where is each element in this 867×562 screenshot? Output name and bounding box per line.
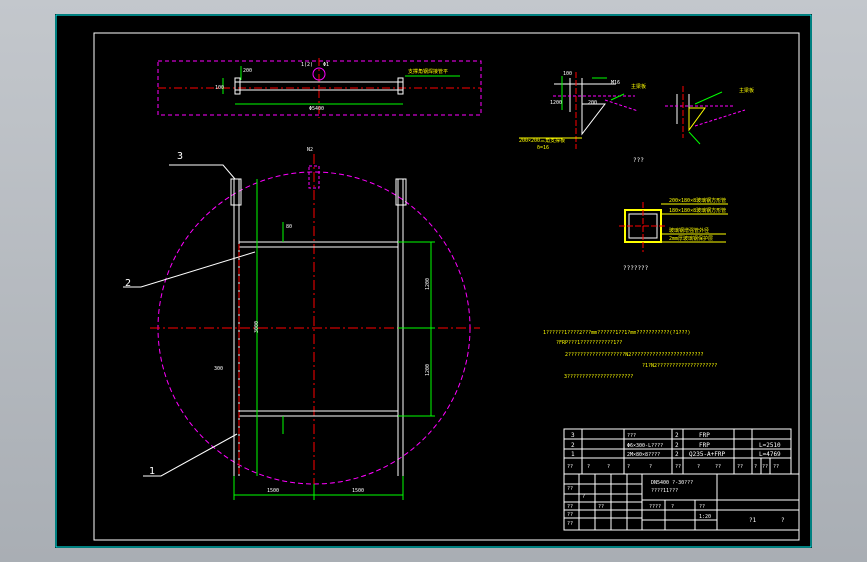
drawing-title-2: ????11??? [651,488,678,494]
detail-b-note: 主梁板 [739,87,754,94]
sheet-border [55,14,812,548]
sheet-right: ? [781,517,785,524]
bom-header-2: ? [587,464,590,470]
section-caption: ??????? [623,265,649,272]
bom-header-5: ? [649,464,652,470]
detail-b: 主梁板 [665,86,754,145]
technical-notes: 1??????1????2???mm??????1??1?mm?????????… [543,330,717,380]
bom-row-2-no: 2 [571,442,575,449]
bom-row-2-name: Φ6×300-L???? [627,443,663,449]
drawing-sheet: Φ5400 100 1(2) Φ1 200 支撑角钢焊接管平 N2 [55,14,812,548]
detail-section: 200×180×8玻璃钢方形管 180×180×8玻璃钢方形管 玻璃钢增强管外径… [619,197,728,272]
dim-left-offset: 300 [214,366,223,372]
bom-row-3-no: 3 [571,432,575,439]
bom-row-1-note: L=4769 [759,451,781,458]
dim-height: 3000 [254,321,260,333]
dim-bottom-left: 1500 [267,488,279,494]
bom-header-10: ? [754,464,757,470]
bom-header-6: ?? [675,464,681,470]
title-cell-6: ?? [598,504,604,510]
bom-row-2-mat: FRP [699,442,710,449]
bom-header-3: ? [607,464,610,470]
bom-row-2-qty: 2 [675,442,679,449]
detail-a-dim-small: 200 [588,100,597,106]
top-dim-hole: Φ1 [323,62,329,68]
main-view: N2 [123,147,480,500]
drawing-canvas[interactable]: Φ5400 100 1(2) Φ1 200 支撑角钢焊接管平 N2 [55,14,812,548]
detail-a-note-bottom: 200×200三角支撑板 [519,137,565,144]
section-note-2: 180×180×8玻璃钢方形管 [669,207,726,214]
note-line-1: 1??????1????2???mm??????1??1?mm?????????… [543,330,691,336]
bom-header-9: ?? [737,464,743,470]
title-cell-2: ? [582,494,585,500]
note-line-2: ?FRP???1???????????1?? [556,340,622,346]
sheet-left: ?1 [749,517,757,524]
leader-2: 2 [125,278,131,289]
leader-1: 1 [149,466,155,477]
top-dim-side: 200 [243,68,252,74]
section-note-3: 玻璃钢增强管外径 [669,227,709,234]
title-cell-1: ?? [567,486,573,492]
bom-header-8: ?? [715,464,721,470]
bom-row-1-name: 2M×80×8???? [627,452,660,458]
title-cell-3: ?? [567,504,573,510]
top-dim-bottom: Φ5400 [309,106,324,112]
bom-row-3-qty: 2 [675,432,679,439]
dim-lower: 1200 [425,364,431,376]
dim-a: 80 [286,224,292,230]
bom-header-11: ?? [762,464,768,470]
bom-row-1-qty: 2 [675,451,679,458]
nozzle-label: N2 [307,147,313,153]
bom-header-4: ? [627,464,630,470]
title-block-text: DN5400 ?-30??? ????11??? ?? ? ?? ?? ?? ?… [567,480,785,527]
detail-a-caption: ??? [633,157,644,164]
note-line-4: ?1?N2???????????????????? [642,363,717,369]
bom-header-1: ?? [567,464,573,470]
bom-row-3-name: ??? [627,433,636,439]
section-note-4: 2mm厚玻璃钢保护层 [669,235,713,242]
title-cell-4: ?? [567,512,573,518]
top-dim-left: 100 [215,85,224,91]
dim-bottom-right: 1500 [352,488,364,494]
drawing-frame [93,32,800,541]
detail-a-dim-top: 100 [563,71,572,77]
drawing-title-1: DN5400 ?-30??? [651,480,693,486]
title-cell-7: ???? [649,504,661,510]
title-block [563,473,800,531]
detail-a-note-bottom2: δ=16 [537,145,549,151]
note-line-5: 3?????????????????????? [564,374,633,380]
bom-row-1-no: 1 [571,451,575,458]
note-line-3: 2???????????????????N2??????????????????… [565,352,703,358]
title-scale: 1:20 [699,514,711,520]
title-cell-5: ?? [567,521,573,527]
detail-a-note: 主梁板 [631,83,646,90]
bom-row-3-mat: FRP [699,432,710,439]
detail-a-dim-left: 1200 [550,100,562,106]
bom-row-3-note: L=2510 [759,442,781,449]
dim-upper: 1200 [425,278,431,290]
title-cell-9: ?? [699,504,705,510]
title-cell-8: ? [671,504,674,510]
bom-rows: 3 ??? 2 FRP L=2510 2 Φ6×300-L???? 2 FRP … [567,432,781,470]
section-note-1: 200×180×8玻璃钢方形管 [669,197,726,204]
bom-header-12: ?? [773,464,779,470]
top-view: Φ5400 100 1(2) Φ1 200 支撑角钢焊接管平 [157,58,482,118]
leader-3: 3 [177,151,183,162]
detail-a: 100 M16 1200 200 主梁板 200×200三角支撑板 δ=16 ?… [519,71,646,164]
detail-a-dim-top2: M16 [611,80,620,86]
top-dim-mid: 1(2) [301,62,313,68]
bom-header-7: ? [697,464,700,470]
top-note: 支撑角钢焊接管平 [408,68,448,75]
bom-row-1-mat: Q235-A+FRP [689,451,726,458]
